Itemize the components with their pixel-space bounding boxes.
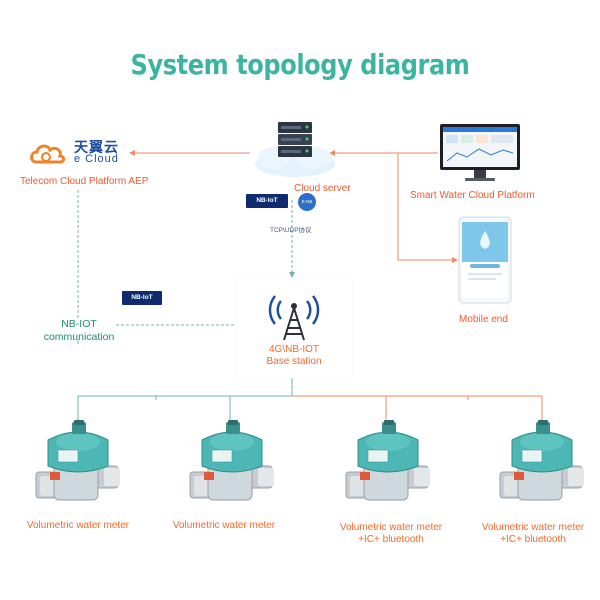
base-station-card: 4G\NB-IOT Base station (236, 278, 352, 378)
nbiot-label-line2: communication (43, 331, 115, 343)
e-nb-badge: E-NB (298, 193, 316, 211)
meter-label-3: Volumetric water meter +IC+ bluetooth (326, 522, 456, 546)
water-meter-icon (189, 420, 274, 501)
mobile-label: Mobile end (459, 314, 508, 325)
water-meter-icon (499, 420, 584, 501)
water-meter-icon (345, 420, 430, 501)
arrow-down-base (289, 272, 295, 278)
telecom-logo-en: e Cloud (74, 153, 119, 165)
water-meter-2 (188, 420, 278, 517)
meter-4-line1: Volumetric water meter (481, 522, 585, 533)
nbiot-label-line1: NB-IOT (61, 318, 97, 330)
meter-label-4: Volumetric water meter +IC+ bluetooth (468, 522, 598, 546)
telecom-label: Telecom Cloud Platform AEP (20, 176, 149, 187)
cloud-server-label: Cloud server (294, 183, 351, 194)
water-meter-3 (344, 420, 434, 517)
arrow-to-server (329, 150, 335, 156)
meter-4-line2: +IC+ bluetooth (500, 534, 566, 545)
nbiot-communication-label: NB-IOT communication (34, 318, 124, 344)
water-meter-icon (35, 420, 120, 501)
link-nbiot-badge: NB-IoT (122, 291, 162, 305)
base-label-line2: Base station (266, 356, 322, 367)
arrow-to-mobile (452, 257, 458, 263)
arrow-to-telecom (129, 150, 135, 156)
telecom-logo: 天翼云 e Cloud (28, 136, 138, 170)
radio-tower-icon (268, 295, 320, 341)
server-nbiot-badge: NB-IoT (246, 194, 288, 208)
meter-3-line2: +IC+ bluetooth (358, 534, 424, 545)
monitor-icon (439, 123, 521, 185)
cloud-server-icon (252, 118, 338, 180)
telecom-logo-cn: 天翼云 (74, 139, 119, 155)
protocol-label: TCP\UDP协议 (270, 227, 312, 234)
mobile-phone-icon (458, 216, 512, 304)
meter-label-2: Volumetric water meter (160, 520, 288, 532)
smart-water-label: Smart Water Cloud Platform (410, 190, 535, 201)
base-label-line1: 4G\NB-IOT (268, 344, 319, 355)
water-meter-4 (498, 420, 588, 517)
meter-3-line1: Volumetric water meter (339, 522, 443, 533)
meter-2-line1: Volumetric water meter (172, 520, 276, 531)
water-meter-1 (34, 420, 124, 517)
cloud-logo-icon (30, 144, 66, 164)
diagram-title: System topology diagram (130, 48, 470, 81)
meter-label-1: Volumetric water meter (14, 520, 142, 532)
base-station-label: 4G\NB-IOT Base station (236, 344, 352, 368)
meter-1-line1: Volumetric water meter (26, 520, 130, 531)
